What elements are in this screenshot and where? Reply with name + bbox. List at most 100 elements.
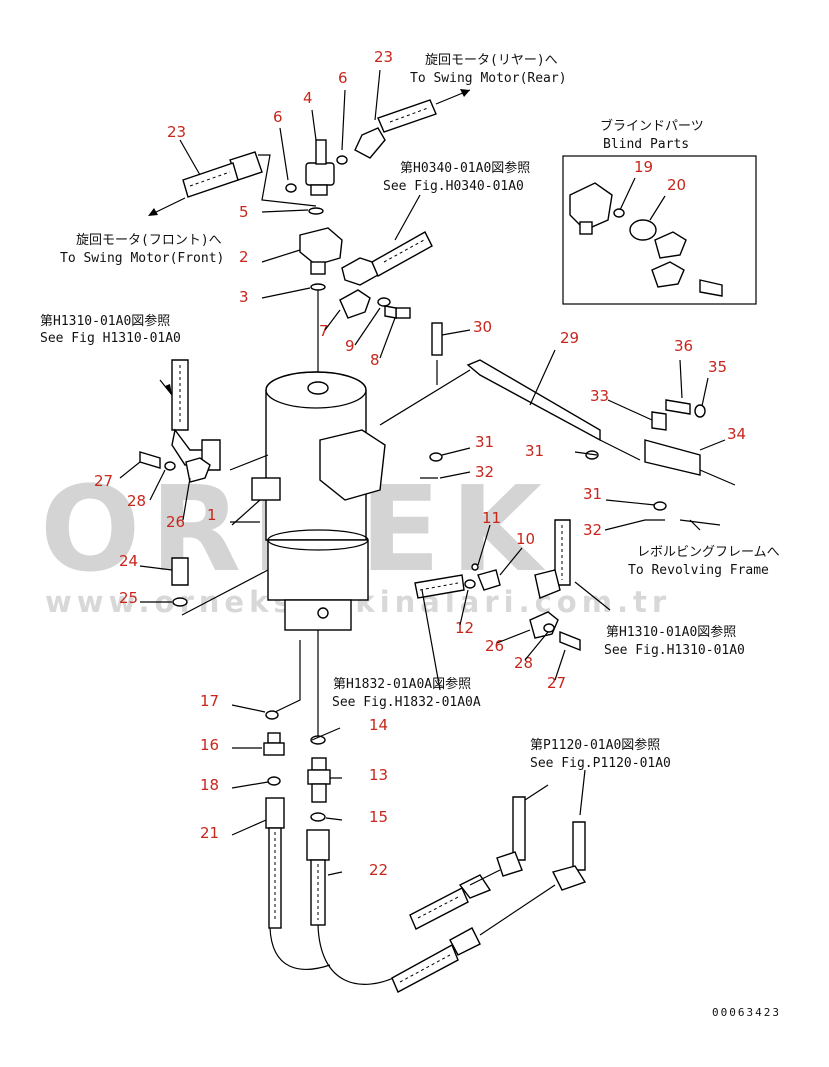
part-number: 6: [338, 69, 348, 87]
label-fig-h1310b-en: See Fig.H1310-01A0: [604, 643, 745, 658]
part-number: 2: [239, 248, 249, 266]
part-number: 10: [516, 530, 535, 548]
o-ring-15: [310, 812, 326, 822]
part-number: 17: [200, 692, 219, 710]
bolt-27b: [559, 630, 581, 652]
label-fig-h1832-jp: 第H1832-01A0A図参照: [333, 676, 471, 692]
part-number: 33: [590, 387, 609, 405]
main-tank: [229, 371, 386, 631]
part-number: 8: [370, 351, 380, 369]
bolt-24: [171, 557, 189, 586]
part-number: 13: [369, 766, 388, 784]
o-ring-17: [265, 710, 279, 720]
split-flange-7: [339, 289, 371, 319]
part-number: 34: [727, 425, 746, 443]
washer-31a: [429, 452, 443, 462]
part-number: 21: [200, 824, 219, 842]
blind-flange-upper: [654, 231, 687, 259]
o-ring-5: [308, 207, 324, 215]
part-number: 22: [369, 861, 388, 879]
part-number: 3: [239, 288, 249, 306]
pin-30: [431, 322, 443, 385]
part-number: 31: [525, 442, 544, 460]
part-number: 27: [94, 472, 113, 490]
part-number: 27: [547, 674, 566, 692]
blind-flange-lower: [651, 261, 685, 288]
label-fig-h1310a-en: See Fig H1310-01A0: [40, 331, 181, 346]
label-fig-p1120-en: See Fig.P1120-01A0: [530, 756, 671, 771]
part-number: 23: [167, 123, 186, 141]
part-number: 28: [127, 492, 146, 510]
label-revolving-jp: レボルビングフレームへ: [637, 545, 780, 560]
blind-bolt: [699, 279, 723, 297]
o-ring-6a: [285, 183, 297, 193]
hose-22: [306, 829, 401, 985]
label-blind-en: Blind Parts: [603, 137, 689, 152]
hose-h1832: [414, 563, 501, 599]
part-number: 35: [708, 358, 727, 376]
o-ring-14: [310, 735, 326, 745]
washer-31b: [585, 450, 599, 460]
hose-front: [148, 151, 317, 216]
number-leaders: [119, 69, 726, 876]
part-number: 14: [369, 716, 388, 734]
part-number: 5: [239, 203, 249, 221]
label-swing-front-en: To Swing Motor(Front): [60, 251, 224, 266]
o-ring-6b: [336, 155, 348, 165]
hose-rear: [354, 89, 471, 159]
part-number: 25: [119, 589, 138, 607]
label-blind-jp: ブラインドパーツ: [600, 118, 704, 134]
part-number: 29: [560, 329, 579, 347]
label-swing-rear-jp: 旋回モータ(リヤー)へ: [425, 53, 558, 68]
part-number: 36: [674, 337, 693, 355]
hose-h1310-right: [534, 519, 571, 599]
part-number: 18: [200, 776, 219, 794]
o-ring-12: [464, 579, 476, 589]
label-revolving-en: To Revolving Frame: [628, 563, 769, 578]
elbow-h0340: [341, 194, 433, 286]
o-ring-20: [629, 219, 657, 241]
part-number: 1: [207, 506, 217, 524]
washer-25: [172, 597, 188, 607]
part-number: 9: [345, 337, 355, 355]
part-number: 12: [455, 619, 474, 637]
bolt-27a: [139, 451, 161, 469]
part-number: 4: [303, 89, 313, 107]
part-number: 32: [475, 463, 494, 481]
blind-block: [569, 182, 613, 231]
hose-h1310-left: [171, 359, 221, 471]
part-number: 11: [482, 509, 501, 527]
label-swing-front-jp: 旋回モータ(フロント)へ: [76, 233, 222, 248]
blind-parts-box: [562, 155, 757, 305]
washer-9: [377, 297, 391, 307]
part-number: 15: [369, 808, 388, 826]
drawing-code: 00063423: [712, 1006, 781, 1019]
label-fig-h0340-en: See Fig.H0340-01A0: [383, 179, 524, 194]
label-fig-h1310b-jp: 第H1310-01A0図参照: [606, 624, 736, 640]
part-number: 30: [473, 318, 492, 336]
o-ring-3: [310, 283, 326, 291]
bolt-33: [651, 411, 667, 431]
washer-28b: [543, 623, 555, 633]
p1120-assembly: [391, 796, 587, 993]
fitting-10: [477, 569, 501, 591]
part-number: 20: [667, 176, 686, 194]
label-fig-h0340-jp: 第H0340-01A0図参照: [400, 160, 530, 176]
part-number: 28: [514, 654, 533, 672]
washer-31c: [653, 501, 667, 511]
part-number: 16: [200, 736, 219, 754]
bolt-36: [665, 399, 691, 415]
leader-lines: [159, 379, 701, 816]
bracket-29: [466, 359, 601, 442]
washer-28a: [164, 461, 176, 471]
hose-21: [265, 797, 331, 970]
label-fig-h1310a-jp: 第H1310-01A0図参照: [40, 313, 170, 329]
o-ring-11: [471, 563, 479, 571]
elbow-fitting-4: [305, 139, 335, 196]
fitting-13: [307, 757, 331, 803]
bolt-8: [384, 305, 411, 319]
part-number: 19: [634, 158, 653, 176]
part-number: 26: [485, 637, 504, 655]
label-fig-h1832-en: See Fig.H1832-01A0A: [332, 695, 481, 710]
part-number: 26: [166, 513, 185, 531]
